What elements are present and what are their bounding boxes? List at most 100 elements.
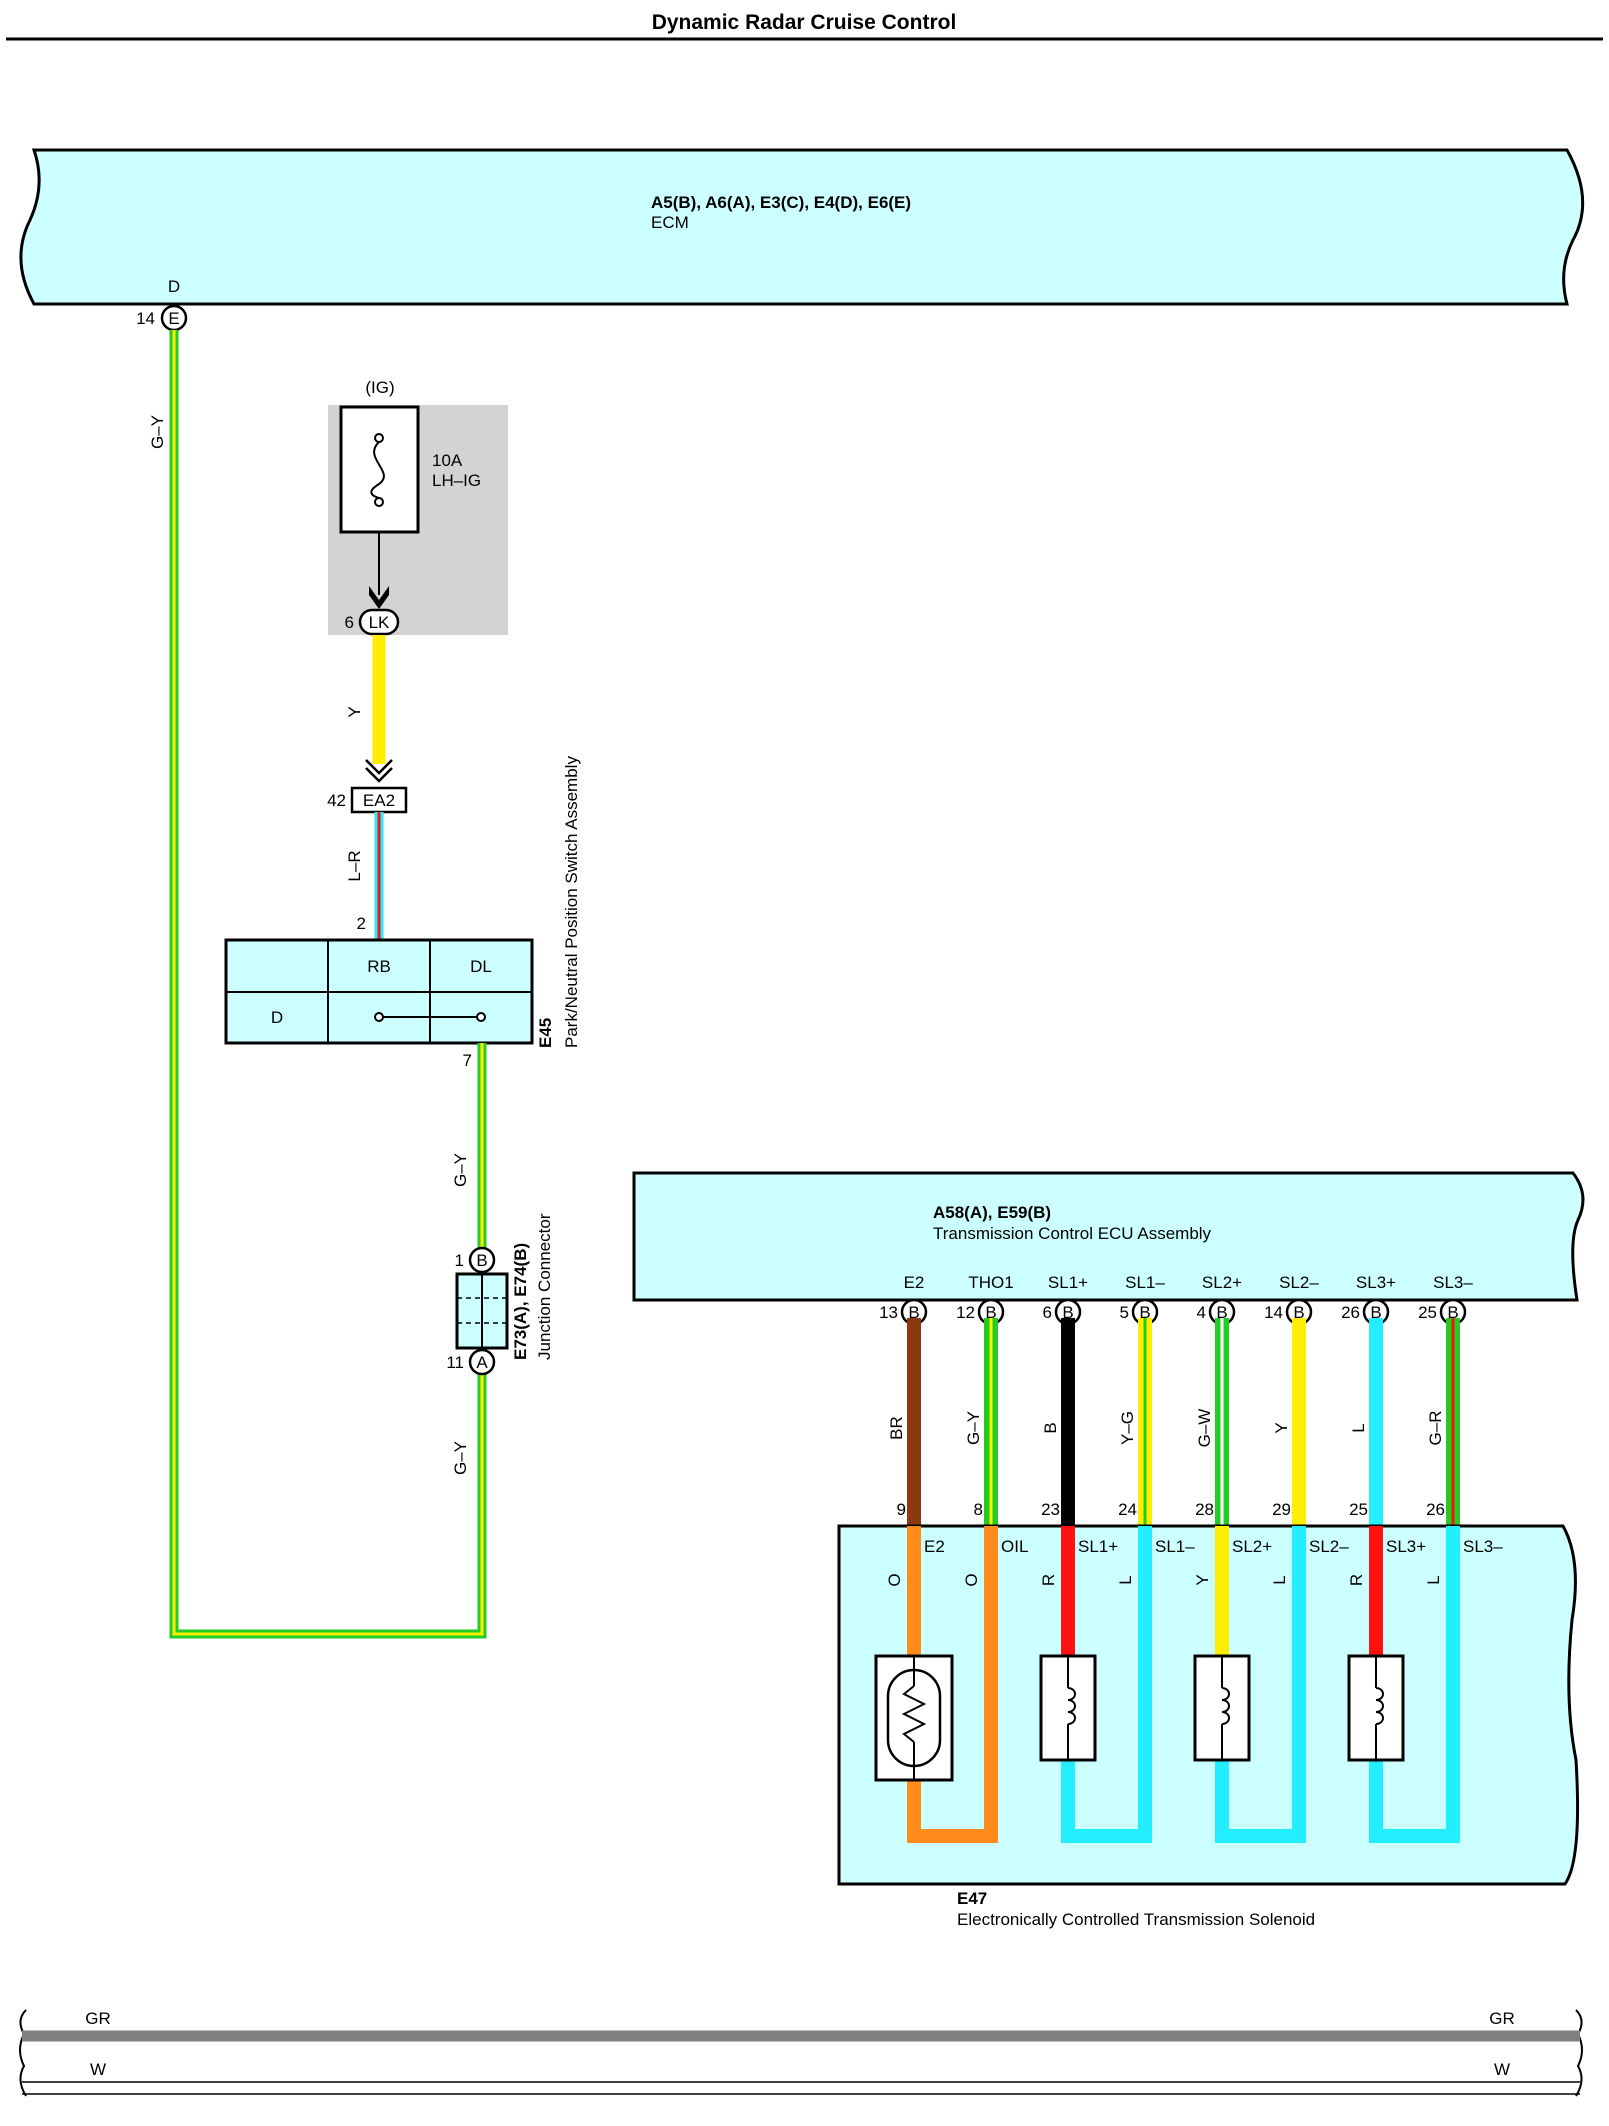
coil-icon (1221, 1687, 1230, 1725)
solenoid-pins: 9E2O8OILO23SL1+R24SL1–L28SL2+Y29SL2–L25S… (885, 1500, 1503, 1587)
coil-icon (1375, 1687, 1384, 1725)
tcu-pin-connector-letter: B (1062, 1303, 1073, 1322)
junction-pin-bottom-number: 11 (446, 1353, 464, 1372)
tcu-connectors: A58(A), E59(B) (933, 1203, 1051, 1222)
wire-ecm-color-label: G–Y (148, 415, 167, 449)
tcu-pin-number: 4 (1197, 1303, 1206, 1322)
harness-wire-label: Y (1272, 1422, 1291, 1433)
tcu-pin-connector-letter: B (1139, 1303, 1150, 1322)
solenoid-pin-label: SL2+ (1232, 1537, 1272, 1556)
tcu-pin-number: 13 (879, 1303, 898, 1322)
junction-pin-bottom (468, 1348, 496, 1376)
solenoid-pin-label: SL3+ (1386, 1537, 1426, 1556)
tcu-pin-number: 6 (1043, 1303, 1052, 1322)
solenoid-pin-number: 28 (1195, 1500, 1214, 1519)
tcu-pin-number: 14 (1264, 1303, 1283, 1322)
ecm-pin-connector-letter: E (168, 309, 179, 328)
bus-right-bracket (1575, 2009, 1583, 2097)
diagram-title: Dynamic Radar Cruise Control (652, 11, 957, 34)
tcu-pin-connector-letter: B (1370, 1303, 1381, 1322)
tcu-pin-connector-letter: B (1293, 1303, 1304, 1322)
ecm-name: ECM (651, 213, 689, 232)
pnp-contact-right (476, 1012, 486, 1022)
lk-pin-number: 6 (345, 613, 354, 632)
coil-icon (1067, 1687, 1076, 1725)
ecm-connectors: A5(B), A6(A), E3(C), E4(D), E6(E) (651, 193, 911, 212)
fuse-group-label: (IG) (365, 378, 394, 397)
ea2-connector-label: EA2 (363, 791, 395, 810)
pnp-name: Park/Neutral Position Switch Assembly (562, 756, 581, 1048)
fuse-box (339, 405, 420, 534)
pnp-cell-d: D (271, 1008, 283, 1027)
tcu-pin-number: 5 (1120, 1303, 1129, 1322)
wire-ea2-color-label: L–R (345, 850, 364, 881)
solenoid-internal-wiring (874, 1526, 1460, 1843)
harness-wire-label: L (1349, 1423, 1368, 1432)
harness-wire-label: BR (887, 1416, 906, 1440)
junction-pin-bottom-letter: A (476, 1353, 488, 1372)
solenoid-wire-return (1369, 1526, 1460, 1843)
tcu-pin-label: THO1 (968, 1273, 1013, 1292)
wire-junction-color-label: G–Y (451, 1441, 470, 1475)
ecm-pin-label: D (168, 277, 180, 296)
solenoid-wire-return (907, 1526, 998, 1843)
solenoid-pin-label: E2 (924, 1537, 945, 1556)
junction-pin-top (468, 1246, 496, 1274)
solenoid-wire-label: O (885, 1573, 904, 1586)
junction-name: Junction Connector (535, 1213, 554, 1360)
tcu-name: Transmission Control ECU Assembly (933, 1224, 1212, 1243)
pnp-cell-dl: DL (470, 957, 492, 976)
solenoid-wire-label: L (1270, 1575, 1289, 1584)
tcu-pin-connector-letter: B (1216, 1303, 1227, 1322)
solenoid-pin-number: 8 (974, 1500, 983, 1519)
harness-wire-label: G–R (1426, 1411, 1445, 1446)
tcu-pin-label: E2 (904, 1273, 925, 1292)
ea2-pin-number: 42 (327, 791, 346, 810)
harness-wire-label: G–Y (964, 1411, 983, 1445)
solenoid-wire-label: L (1116, 1575, 1135, 1584)
tcu-pin-label: SL1– (1125, 1273, 1165, 1292)
tcu-pin-number: 26 (1341, 1303, 1360, 1322)
wire-ecm-to-junction-stripe (172, 330, 484, 1636)
wire-fuse-color-label: Y (345, 706, 364, 717)
ecm-pin-number: 14 (136, 309, 155, 328)
pnp-pin-bottom: 7 (463, 1051, 472, 1070)
ecm-panel (19, 148, 1585, 306)
junction-code: E73(A), E74(B) (511, 1243, 530, 1360)
solenoid-code: E47 (957, 1889, 987, 1908)
solenoid-pin-number: 23 (1041, 1500, 1060, 1519)
fuse-terminal-top (374, 433, 384, 443)
solenoid-pin-number: 26 (1426, 1500, 1445, 1519)
ea2-double-chevron-icon (365, 759, 393, 783)
pnp-contact-left (374, 1012, 384, 1022)
solenoid-pin-label: SL3– (1463, 1537, 1503, 1556)
pnp-pin-top: 2 (357, 914, 366, 933)
tcu-pin-connector-letter: B (985, 1303, 996, 1322)
tcu-pin-label: SL2+ (1202, 1273, 1242, 1292)
fuse-terminal-bottom (374, 497, 384, 507)
bus-left-bracket (19, 2009, 27, 2097)
tcu-pin-label: SL3+ (1356, 1273, 1396, 1292)
fuse-name: LH–IG (432, 471, 481, 490)
fuse-icon (370, 441, 385, 499)
tcu-pin-label: SL2– (1279, 1273, 1319, 1292)
tcu-pin-connector-letter: B (1447, 1303, 1458, 1322)
solenoid-pin-label: SL1+ (1078, 1537, 1118, 1556)
solenoid-wire-label: Y (1193, 1574, 1212, 1585)
tcu-panel (632, 1171, 1585, 1302)
solenoid-pin-label: SL2– (1309, 1537, 1349, 1556)
solenoid-name: Electronically Controlled Transmission S… (957, 1910, 1315, 1929)
junction-pin-top-number: 1 (455, 1251, 464, 1270)
ea2-connector (350, 786, 408, 814)
resistor-zigzag-icon (901, 1685, 927, 1743)
wire-pnp-color-label: G–Y (451, 1153, 470, 1187)
solenoid-wire-return (1215, 1526, 1306, 1843)
tcu-pin-label: SL1+ (1048, 1273, 1088, 1292)
tcu-pin-connector-letter: B (908, 1303, 919, 1322)
lk-connector-label: LK (369, 613, 390, 632)
lk-connector (358, 608, 400, 636)
solenoid-wire-return (1061, 1526, 1152, 1843)
fuse-rating: 10A (432, 451, 463, 470)
solenoid-wire-label: R (1039, 1574, 1058, 1586)
